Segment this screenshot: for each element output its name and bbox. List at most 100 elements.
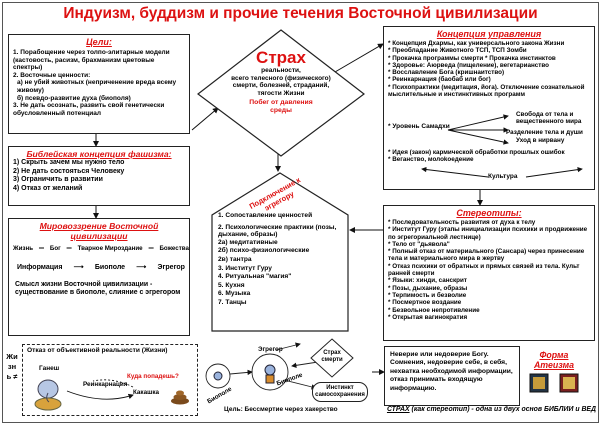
fear-line: тягости Жизни (257, 89, 305, 97)
bible-header: Библейская концепция фашизма: (26, 149, 172, 159)
control-item: * Реинкарнация (баобаб или бог) (388, 76, 491, 84)
schema-egregor-label: Эгрегор (258, 346, 283, 353)
control-item: * Психопрактики (медитация, йога). Отклю… (388, 83, 585, 99)
fear-line: всего телесного (физического) (231, 74, 331, 82)
control-item: * Прокачка программы смерти * Прокачка и… (388, 54, 556, 62)
books-icon (529, 373, 579, 393)
egregor-item: 2а) медитативные (218, 238, 278, 246)
question-label: Куда попадешь? (127, 373, 179, 380)
egregor-item: 6. Музыка (218, 290, 251, 298)
ganesh-icon (34, 379, 62, 411)
egregor-item: 7. Танцы (218, 298, 247, 306)
atheism-text: Неверие или недоверие Богу. Сомнения, не… (390, 351, 513, 392)
arrow-goals-to-fear (191, 107, 219, 131)
atheism-box: Неверие или недоверие Богу. Сомнения, не… (384, 346, 520, 406)
schema-svg (205, 342, 319, 391)
page-title: Индуизм, буддизм и прочие течения Восточ… (63, 5, 538, 22)
fear-death-diamond (310, 338, 354, 378)
arrow-icon: ⟶ (136, 264, 147, 271)
control-box: Концепция управления * Концепция Дхармы,… (383, 26, 595, 190)
egregor-pentagon (211, 172, 349, 332)
bible-item: 2) Не дать состояться Человеку (13, 167, 125, 175)
worldview-header: Мировоззрение Восточной цивилизации (39, 221, 159, 241)
control-item: * Веганство, молоkоедение (388, 156, 474, 164)
arrow-fear-to-control (334, 43, 384, 73)
arrow-icon: ⟶ (73, 264, 84, 271)
goals-header: Цели: (86, 37, 112, 47)
atheism-note: СТРАХ (как стереотип) - одна из двух осн… (386, 406, 596, 414)
schema-goal: Цель: Бессмертие через хакерство (224, 406, 338, 413)
chain-link-icon: ═ (38, 245, 44, 252)
control-item: * Преобладание Животного ТСП, ТСП Зомби (388, 47, 527, 55)
freedom-label: Свобода от тела и вещественного мира (516, 111, 582, 126)
reincarnation-label: Реинкарнация (83, 381, 128, 388)
control-list: * Концепция Дхармы, как универсального з… (388, 40, 590, 98)
bible-item: 3) Ограничить в развитии (13, 176, 103, 184)
egregor-item: 5. Кухня (218, 281, 245, 289)
bible-box: Библейская концепция фашизма: 1) Скрыть … (8, 146, 190, 206)
stereotype-item: * Языки: хинди, санскрит (388, 277, 467, 285)
ganesh-label: Ганеш (39, 365, 60, 372)
poop-label: Какашка (133, 389, 159, 396)
chain-deities: Божества (159, 245, 189, 252)
control-header: Концепция управления (436, 29, 542, 39)
egregor-item: 4. Ритуальная "магия" (218, 273, 292, 281)
egregor-item: 2в) тантра (218, 255, 252, 263)
egregor-item: 1. Сопоставление ценностей (218, 212, 313, 219)
control-item: * Концепция Дхармы, как универсального з… (388, 40, 565, 47)
chain-link-icon: ═ (66, 245, 72, 252)
stereotype-item: * Посмертное воздание (388, 299, 462, 307)
fear-escape: Побег от давления среды (249, 99, 313, 115)
control-list-2: * Идея (закон) кармической обработки про… (388, 149, 588, 164)
atheism-note-rest: (как стереотип) - одна из двух основ БИБ… (411, 406, 596, 413)
egregor-label: Эгрегор (157, 263, 185, 271)
stereotype-item: * Терпимость и безволие (388, 291, 467, 299)
egregor-item: 2. Психологические практики (позы, дыхан… (218, 223, 337, 239)
worldview-meaning: Смысл жизни Восточной цивилизации - суще… (15, 281, 181, 297)
person-body-icon (265, 374, 275, 384)
poop-icon (171, 390, 189, 405)
separation-label: Разделение тела и души (506, 129, 583, 136)
reality-side-text: Жизнь ≠ (6, 352, 18, 381)
worldview-box: Мировоззрение Восточной цивилизации Жизн… (8, 218, 190, 336)
biopole-label: Биополе (94, 263, 126, 271)
chain-god: Бог (49, 245, 61, 252)
control-item: * Идея (закон) кармической обработки про… (388, 149, 565, 156)
stereotype-item: * Тело от "дьявола" (388, 240, 450, 248)
instinct-box (312, 382, 368, 402)
bible-item: 4) Отказ от желаний (13, 184, 83, 192)
chain-life: Жизнь (13, 245, 34, 252)
person-icon (264, 364, 276, 376)
samadhi-label: * Уровень Самадхи (388, 123, 450, 130)
fear-title: Страх (256, 48, 306, 67)
reality-header: Отказ от объективной реальности (Жизни) (27, 347, 168, 354)
stereotypes-list: * Последовательность развития от духа к … (388, 219, 590, 321)
stereotype-item: * Институт Гуру (этапы инициализации пси… (388, 226, 588, 241)
schema-fear-death: Страх смерти (321, 350, 343, 363)
atheism-header: Форма Атеизма (533, 350, 575, 370)
fear-line: смерти, болезней, страданий, (232, 82, 330, 90)
fear-content: Страх реальности, всего телесного (физич… (214, 48, 348, 115)
fear-line: реальности, (261, 67, 301, 74)
goals-item: 3. Не дать осознать, развить свой генети… (13, 102, 165, 117)
worldview-chain: Жизнь ═ Бог ═ Тварное Мироздание ═ Божес… (13, 245, 189, 252)
schema-area: Эгрегор Биополе Биополе Страх смерти Инс… (200, 338, 372, 418)
control-item: * Здоровье: Аюрведа (пищеление), вегетар… (388, 61, 550, 69)
stereotype-item: * Последовательность развития от духа к … (388, 219, 536, 226)
egregor-list: 1. Сопоставление ценностей 2. Психологич… (215, 212, 347, 308)
info-label: Информация (17, 263, 63, 271)
fear-diamond-shape (197, 29, 365, 157)
egregor-item: 2б) психо-физиологические (218, 247, 310, 255)
goals-item: 1. Порабощение через толпо-элитарные мод… (13, 49, 170, 72)
stereotypes-header: Стереотипы: (456, 208, 522, 218)
nirvana-label: Уход в нирвану (516, 137, 565, 144)
stereotype-item: * Безвольное непротивление (388, 306, 480, 314)
fear-diamond (197, 29, 365, 157)
stereotype-item: * Открытая вагинократия (388, 313, 468, 321)
goals-item: б) псевдо-развитие духа (биополя) (17, 94, 131, 102)
info-chain: Информация ⟶ Биополе ⟶ Эгрегор (17, 263, 185, 272)
biopole-ring-small (205, 363, 231, 389)
reality-box: Отказ от объективной реальности (Жизни) … (22, 344, 198, 416)
stereotype-item: * Позы, дыхание, образы (388, 284, 468, 292)
